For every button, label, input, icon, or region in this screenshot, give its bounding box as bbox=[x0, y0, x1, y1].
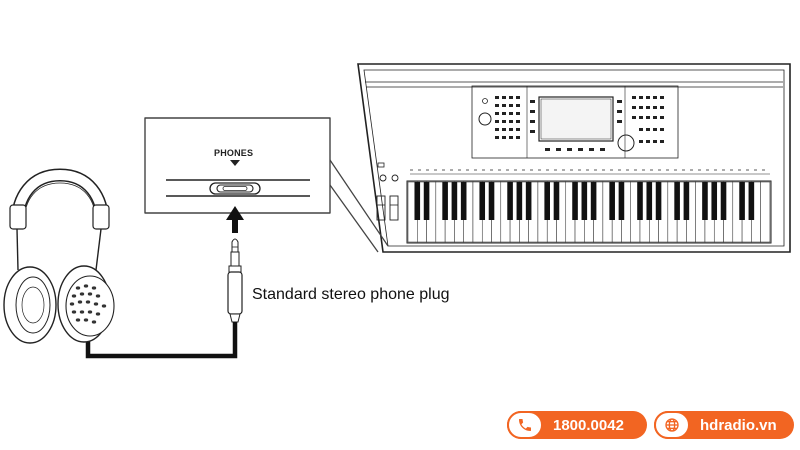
black-key bbox=[646, 182, 653, 220]
grille-hole bbox=[75, 286, 81, 290]
black-key bbox=[702, 182, 708, 220]
grille-hole bbox=[79, 310, 85, 314]
phones-jack-label: PHONES bbox=[214, 148, 254, 158]
grille-hole bbox=[69, 302, 75, 306]
black-key bbox=[544, 182, 550, 220]
hotline-number: 1800.0042 bbox=[553, 416, 624, 434]
grille-hole bbox=[79, 292, 85, 296]
white-key bbox=[760, 181, 771, 243]
black-key bbox=[553, 182, 560, 220]
grille-hole bbox=[83, 318, 89, 322]
black-key bbox=[507, 182, 513, 220]
grille-hole bbox=[95, 294, 101, 298]
black-key bbox=[451, 182, 458, 220]
grille-hole bbox=[87, 292, 93, 296]
black-key bbox=[442, 182, 448, 220]
grille-hole bbox=[101, 304, 107, 308]
black-key bbox=[423, 182, 430, 220]
black-key bbox=[572, 182, 578, 220]
black-keys bbox=[414, 182, 755, 220]
white-keys bbox=[407, 181, 771, 243]
website-badge[interactable]: hdradio.vn bbox=[654, 411, 794, 439]
black-key bbox=[460, 182, 467, 220]
black-key bbox=[581, 182, 588, 220]
grille-hole bbox=[95, 312, 101, 316]
grille-hole bbox=[91, 320, 97, 324]
black-key bbox=[711, 182, 718, 220]
phone-icon bbox=[507, 411, 543, 439]
plug-caption: Standard stereo phone plug bbox=[252, 286, 450, 303]
black-key bbox=[609, 182, 615, 220]
grille-hole bbox=[91, 286, 97, 290]
black-key bbox=[739, 182, 745, 220]
panel-buttons bbox=[495, 96, 664, 151]
black-key bbox=[618, 182, 625, 220]
grille-hole bbox=[71, 310, 77, 314]
headphone-cable bbox=[85, 322, 238, 359]
grille-hole bbox=[93, 302, 99, 306]
black-key bbox=[488, 182, 495, 220]
phones-jack-callout bbox=[144, 117, 389, 253]
grille-hole bbox=[83, 284, 89, 288]
black-key bbox=[720, 182, 727, 220]
insert-arrow bbox=[226, 206, 244, 233]
black-key bbox=[748, 182, 755, 220]
black-key bbox=[590, 182, 597, 220]
grille-hole bbox=[75, 318, 81, 322]
grille-hole bbox=[77, 300, 83, 304]
keyboard-instrument bbox=[357, 63, 791, 253]
headphone-jack bbox=[209, 182, 261, 195]
black-key bbox=[479, 182, 486, 220]
website-url: hdradio.vn bbox=[700, 416, 777, 434]
black-key bbox=[414, 182, 421, 220]
black-key bbox=[637, 182, 643, 220]
hotline-badge[interactable]: 1800.0042 bbox=[507, 411, 647, 439]
earcup-grille bbox=[69, 284, 107, 324]
grille-hole bbox=[71, 294, 77, 298]
black-key bbox=[683, 182, 690, 220]
stereo-phone-plug bbox=[227, 238, 243, 323]
black-key bbox=[674, 182, 680, 220]
black-key bbox=[655, 182, 662, 220]
black-key bbox=[525, 182, 532, 220]
grille-hole bbox=[87, 310, 93, 314]
headphones bbox=[3, 168, 115, 344]
globe-icon bbox=[654, 411, 690, 439]
grille-hole bbox=[85, 300, 91, 304]
black-key bbox=[516, 182, 523, 220]
